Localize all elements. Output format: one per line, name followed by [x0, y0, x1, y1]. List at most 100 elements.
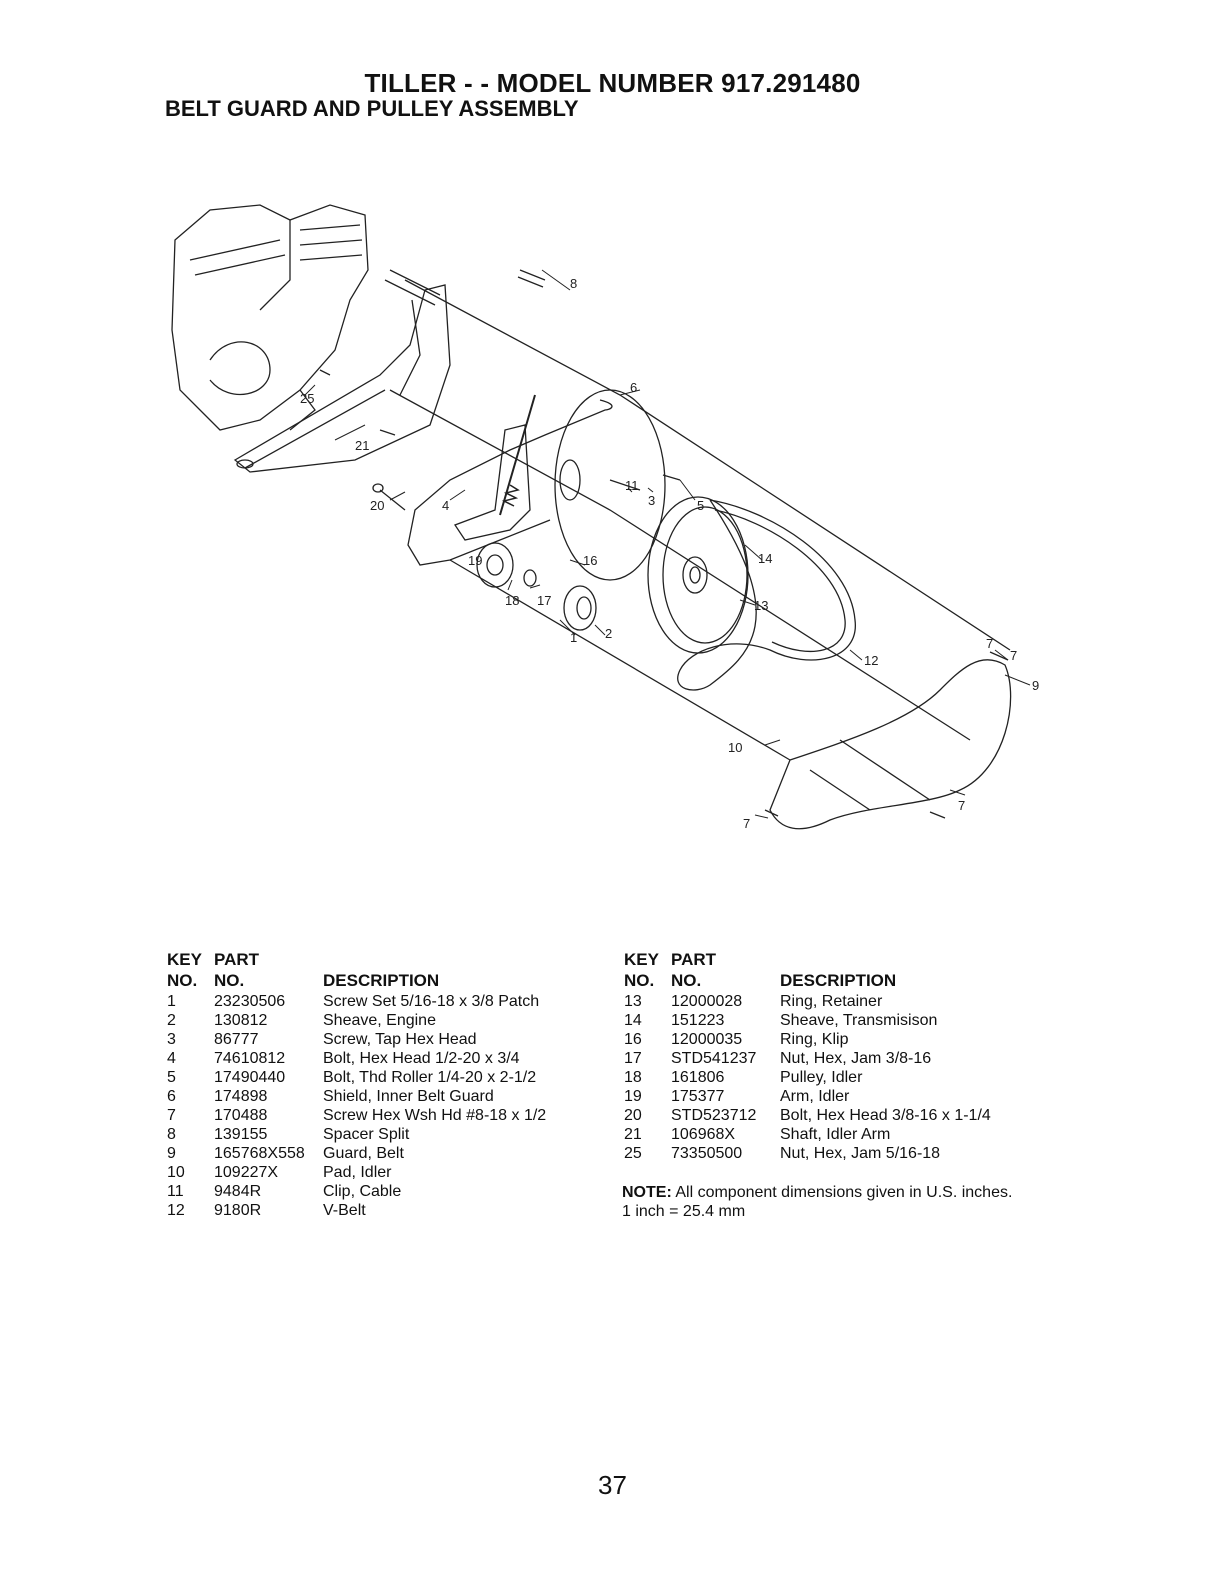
engine-sheave-drawing [563, 585, 597, 631]
part-description: Arm, Idler [780, 1088, 850, 1105]
callout-20: 20 [370, 498, 384, 513]
fastener-drawings [319, 369, 1009, 819]
key-header-line1: KEY [167, 950, 202, 969]
engine-drawing [171, 204, 369, 431]
callout-14: 14 [758, 551, 772, 566]
key-no: 21 [624, 1126, 642, 1143]
part-description: Spacer Split [323, 1126, 410, 1143]
key-no: 25 [624, 1145, 642, 1162]
dimensions-note: NOTE: All component dimensions given in … [622, 1183, 1022, 1221]
key-no: 19 [624, 1088, 642, 1105]
spacer-split-drawing [517, 269, 546, 288]
part-no: 139155 [214, 1126, 268, 1143]
key-no: 10 [167, 1164, 185, 1181]
part-no: 165768X558 [214, 1145, 305, 1162]
part-no: 17490440 [214, 1069, 286, 1086]
idler-arm-drawing [454, 394, 536, 541]
key-no: 12 [167, 1202, 185, 1219]
part-description: Sheave, Transmisison [780, 1012, 938, 1029]
part-description: Screw, Tap Hex Head [323, 1031, 477, 1048]
part-no: 174898 [214, 1088, 268, 1105]
callout-4: 4 [442, 498, 449, 513]
belt-guard-drawing [769, 659, 1012, 830]
callout-2: 2 [605, 626, 612, 641]
description-header: DESCRIPTION [323, 971, 440, 990]
key-no: 16 [624, 1031, 642, 1048]
part-no: 73350500 [671, 1145, 743, 1162]
part-no: 9484R [214, 1183, 262, 1200]
part-no: STD523712 [671, 1107, 757, 1124]
key-no: 9 [167, 1145, 176, 1162]
key-no: 3 [167, 1031, 176, 1048]
note-label: NOTE: [622, 1184, 672, 1201]
callout-5: 5 [697, 498, 704, 513]
callout-7a: 7 [986, 636, 993, 651]
callout-leaders [304, 269, 1031, 819]
key-header-line1: KEY [624, 950, 659, 969]
part-header-line2: NO. [671, 971, 702, 990]
shaft-drawing [384, 269, 441, 306]
key-no: 1 [167, 993, 176, 1010]
key-no: 17 [624, 1050, 642, 1067]
part-no: 161806 [671, 1069, 725, 1086]
key-no: 7 [167, 1107, 176, 1124]
callout-11: 11 [625, 478, 639, 493]
part-description: Shaft, Idler Arm [780, 1126, 891, 1143]
callout-13: 13 [754, 598, 768, 613]
callout-3: 3 [648, 493, 655, 508]
key-no: 11 [167, 1183, 184, 1200]
part-description: Bolt, Hex Head 3/8-16 x 1-1/4 [780, 1107, 991, 1124]
key-no: 20 [624, 1107, 642, 1124]
section-subtitle: BELT GUARD AND PULLEY ASSEMBLY [165, 96, 579, 121]
part-no: 12000028 [671, 993, 743, 1010]
page-title: TILLER - - MODEL NUMBER 917.291480 [364, 68, 861, 98]
callout-1: 1 [570, 630, 577, 645]
part-description: Nut, Hex, Jam 5/16-18 [780, 1145, 941, 1162]
callout-7b: 7 [958, 798, 965, 813]
description-header: DESCRIPTION [780, 971, 897, 990]
part-description: Pad, Idler [323, 1164, 392, 1181]
part-description: Bolt, Thd Roller 1/4-20 x 2-1/2 [323, 1069, 537, 1086]
part-description: Screw Hex Wsh Hd #8-18 x 1/2 [323, 1107, 547, 1124]
key-header-line2: NO. [167, 971, 198, 990]
callout-16: 16 [583, 553, 597, 568]
part-no: 151223 [671, 1012, 725, 1029]
part-no: 130812 [214, 1012, 268, 1029]
callout-9: 9 [1032, 678, 1039, 693]
transmission-sheave-drawing [647, 496, 749, 654]
part-no: STD541237 [671, 1050, 757, 1067]
note-text: All component dimensions given in U.S. i… [622, 1184, 1013, 1220]
part-no: 23230506 [214, 993, 286, 1010]
part-description: V-Belt [323, 1202, 366, 1219]
key-no: 8 [167, 1126, 176, 1143]
part-description: Ring, Retainer [780, 993, 883, 1010]
key-no: 13 [624, 993, 642, 1010]
callout-25: 25 [300, 391, 314, 406]
part-header-line1: PART [214, 950, 260, 969]
part-no: 12000035 [671, 1031, 743, 1048]
part-no: 74610812 [214, 1050, 286, 1067]
part-description: Screw Set 5/16-18 x 3/8 Patch [323, 993, 540, 1010]
idler-pulley-drawing [476, 542, 537, 588]
part-description: Sheave, Engine [323, 1012, 436, 1029]
part-no: 175377 [671, 1088, 725, 1105]
part-no: 106968X [671, 1126, 736, 1143]
frame-bracket-drawing [233, 284, 451, 473]
callout-7c: 7 [743, 816, 750, 831]
part-no: 9180R [214, 1202, 262, 1219]
callout-21: 21 [355, 438, 369, 453]
key-no: 14 [624, 1012, 642, 1029]
page-number: 37 [598, 1470, 627, 1500]
callout-numbers: 8 6 5 11 3 4 21 20 25 14 13 16 19 18 17 … [300, 276, 1039, 831]
key-no: 18 [624, 1069, 642, 1086]
part-description: Ring, Klip [780, 1031, 849, 1048]
exploded-parts-diagram: 8 6 5 11 3 4 21 20 25 14 13 16 19 18 17 … [171, 204, 1039, 831]
part-description: Shield, Inner Belt Guard [323, 1088, 494, 1105]
part-no: 170488 [214, 1107, 268, 1124]
callout-18: 18 [505, 593, 519, 608]
part-description: Guard, Belt [323, 1145, 404, 1162]
callout-7d: 7 [1010, 648, 1017, 663]
part-no: 86777 [214, 1031, 259, 1048]
callout-19: 19 [468, 553, 482, 568]
part-description: Nut, Hex, Jam 3/8-16 [780, 1050, 932, 1067]
